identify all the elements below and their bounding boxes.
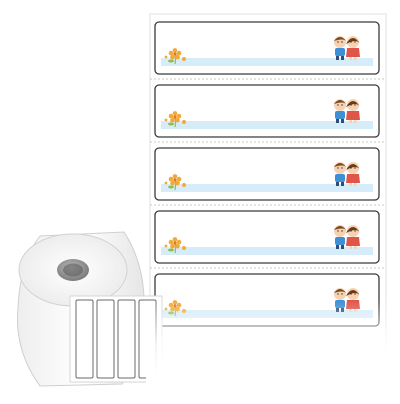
label-roll — [17, 231, 163, 387]
label-card — [150, 141, 386, 201]
two-children-icon — [334, 36, 360, 60]
flower-icon — [164, 174, 186, 191]
label-banner — [161, 247, 373, 255]
label-border — [154, 147, 380, 201]
label-card — [150, 78, 386, 138]
label-card — [150, 204, 386, 264]
roll-label — [75, 299, 94, 379]
two-children-icon — [334, 99, 360, 123]
roll-label — [96, 299, 115, 379]
label-border — [154, 84, 380, 138]
liner-strip — [149, 13, 387, 395]
label-banner — [161, 58, 373, 66]
flower-icon — [164, 237, 186, 254]
label-banner — [161, 121, 373, 129]
label-border — [154, 273, 380, 327]
roll-label — [117, 299, 136, 379]
flower-icon — [164, 48, 186, 65]
label-border — [154, 210, 380, 264]
flower-icon — [164, 111, 186, 128]
label-banner — [161, 184, 373, 192]
label-card — [150, 267, 386, 327]
roll-label — [138, 299, 157, 379]
label-card — [154, 21, 380, 75]
two-children-icon — [334, 225, 360, 249]
two-children-icon — [334, 162, 360, 186]
label-border — [154, 21, 380, 75]
